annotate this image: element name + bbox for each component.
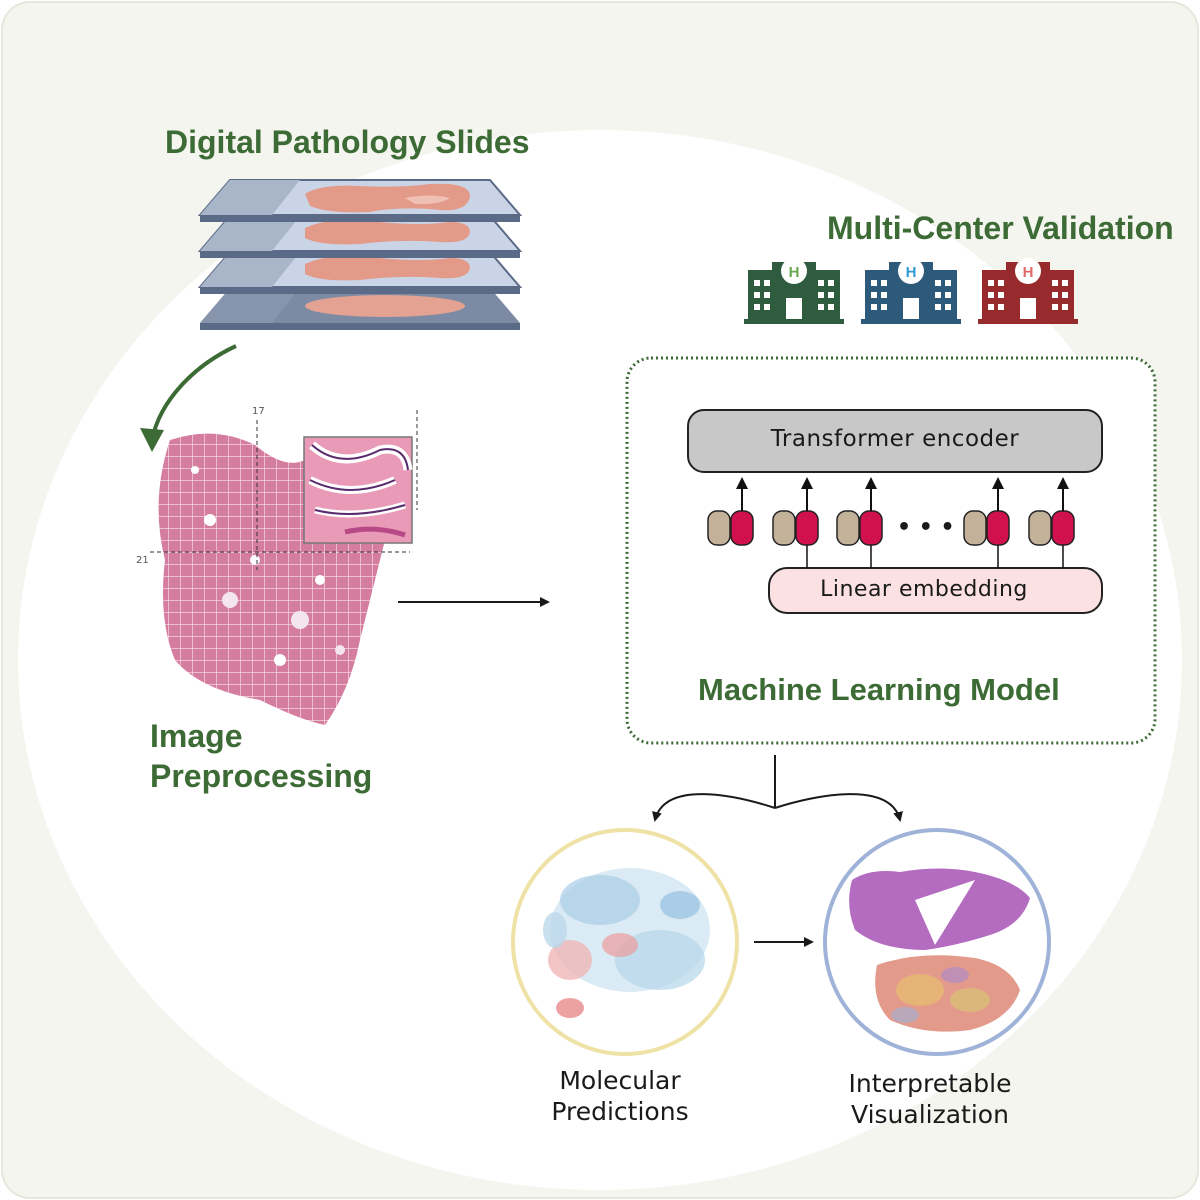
encoder-label: Transformer encoder (770, 426, 1020, 452)
molecular-predictions-label: Molecular Predictions (520, 1065, 720, 1127)
preprocessing-title-line1: Image (150, 718, 243, 754)
molecular-label-line2: Predictions (551, 1097, 689, 1126)
branch-left-arrow (652, 793, 776, 822)
grid-tick-left: 21 (136, 555, 149, 566)
zoomed-patch-inset (303, 436, 413, 544)
curved-arrow-head (140, 428, 164, 452)
preprocessing-title-line2: Preprocessing (150, 758, 373, 794)
token-ellipsis: • • • (897, 515, 955, 540)
hospital-icon-red: H (978, 258, 1078, 324)
hospital-letter: H (1023, 264, 1034, 281)
molecular-label-line1: Molecular (559, 1066, 681, 1095)
visual-label-line1: Interpretable (848, 1069, 1012, 1098)
hospital-icon-green: H (744, 258, 844, 324)
token-up-arrows (736, 477, 1069, 511)
hospital-letter: H (789, 264, 800, 281)
hospital-icon-blue: H (861, 258, 961, 324)
curved-arrow-green (150, 344, 237, 441)
grid-tick-top: 17 (252, 406, 265, 417)
hospital-letter: H (906, 264, 917, 281)
preprocessing-title: Image Preprocessing (150, 716, 372, 796)
validation-title: Multi-Center Validation (827, 210, 1174, 246)
transformer-encoder-box (687, 409, 1103, 473)
interpretable-visualization-label: Interpretable Visualization (820, 1068, 1040, 1130)
branch-right-arrow (774, 793, 903, 822)
model-title: Machine Learning Model (698, 672, 1060, 707)
umap-scatter-image (543, 868, 710, 1018)
token-group (707, 510, 1075, 546)
heatmap-tissue-image (849, 868, 1030, 1032)
slides-title: Digital Pathology Slides (165, 124, 530, 160)
visual-label-line2: Visualization (851, 1100, 1009, 1129)
embedding-label: Linear embedding (820, 577, 1028, 602)
embedding-connectors (806, 545, 1064, 568)
linear-embedding-box (768, 567, 1103, 614)
slides-stack-icon (197, 179, 523, 330)
